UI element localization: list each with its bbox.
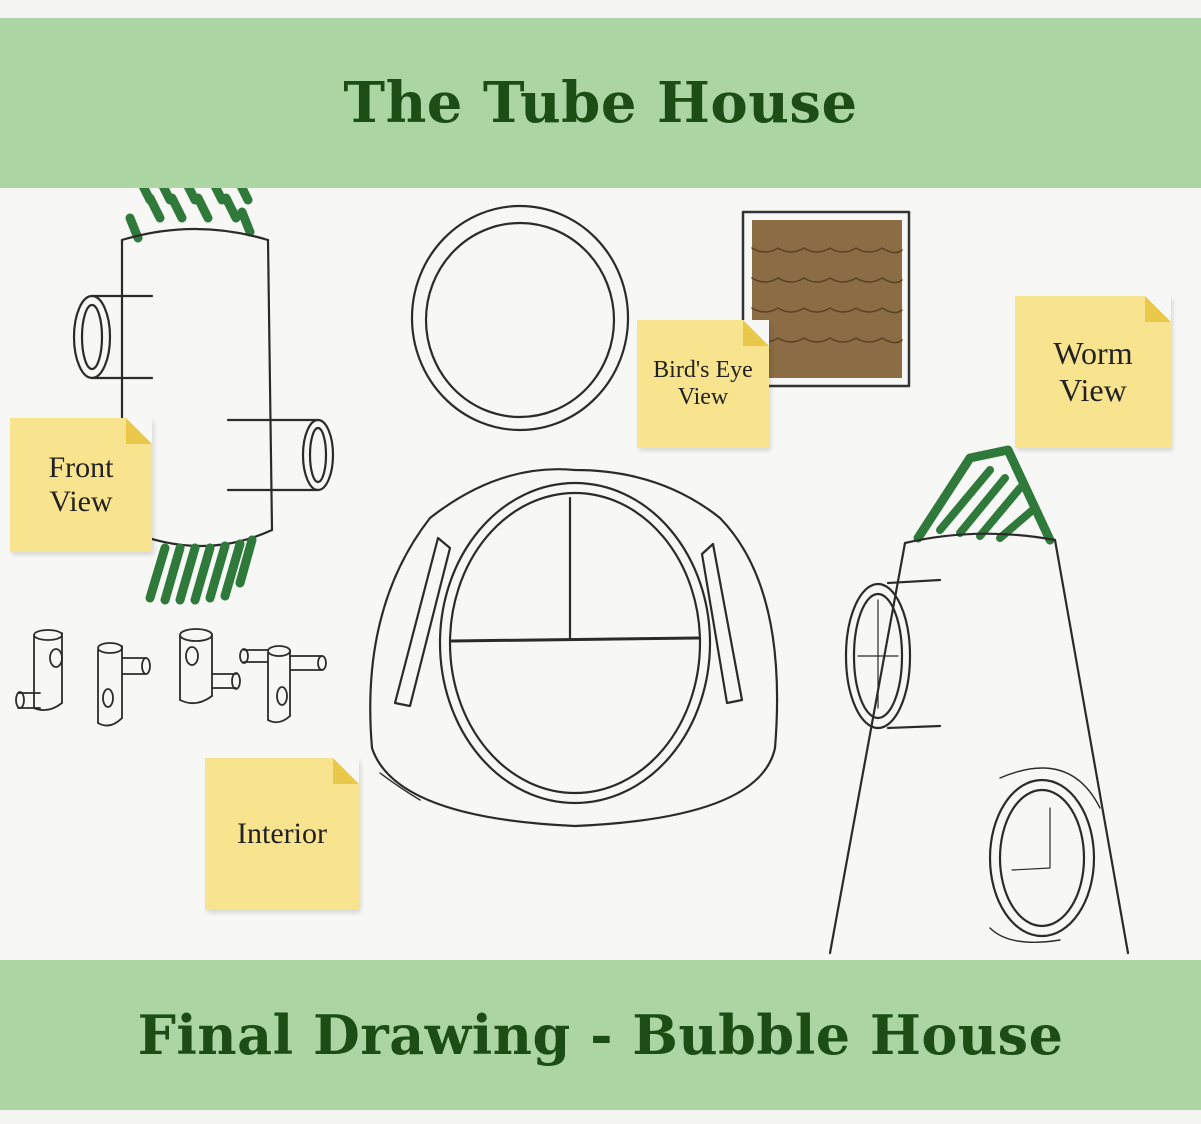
cone-tower-sketch — [828, 445, 1130, 955]
bubble-house-sketch — [369, 468, 779, 828]
note-fold — [1145, 296, 1171, 322]
note-worm-view-text: Worm View — [1053, 335, 1133, 408]
page-title: The Tube House — [343, 70, 858, 136]
sketch-drawing — [15, 188, 1130, 955]
note-fold — [333, 758, 359, 784]
footer-banner: Final Drawing - Bubble House — [0, 960, 1201, 1110]
note-fold — [743, 320, 769, 346]
note-interior: Interior — [205, 758, 359, 910]
round-window-sketch — [410, 204, 630, 432]
note-worm-view: Worm View — [1015, 296, 1171, 448]
note-interior-text: Interior — [237, 817, 327, 850]
interior-tubes-sketch — [15, 628, 327, 727]
note-fold — [126, 418, 152, 444]
note-front-view-text: Front View — [48, 451, 114, 518]
tube-house-front-sketch — [72, 188, 335, 605]
footer-title: Final Drawing - Bubble House — [137, 1003, 1064, 1067]
roof-tile-square — [741, 210, 911, 388]
note-birds-eye-text: Bird's Eye View — [653, 357, 753, 410]
note-front-view: Front View — [10, 418, 152, 552]
title-banner: The Tube House — [0, 18, 1201, 188]
note-birds-eye-view: Bird's Eye View — [637, 320, 769, 448]
